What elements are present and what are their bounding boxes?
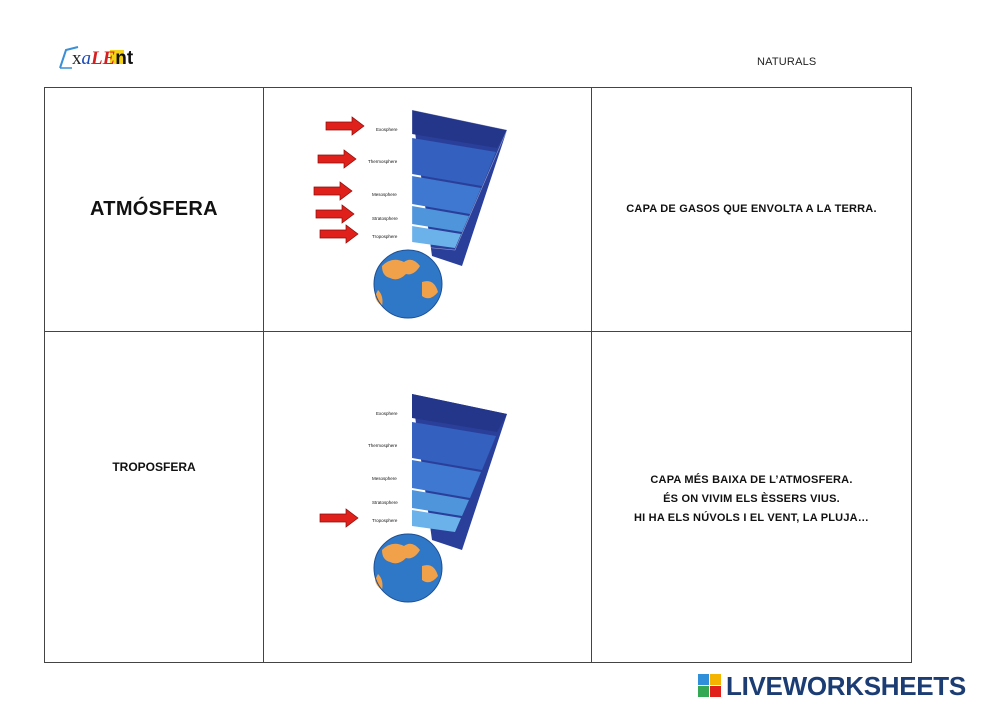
arrow-icon	[319, 224, 359, 244]
table-row: TROPOSFERA Exosphere Thermosphere Mesosp…	[44, 331, 912, 663]
arrow-icon	[317, 149, 357, 169]
layer-label: Exosphere	[376, 411, 398, 416]
term-label: ATMÓSFERA	[90, 198, 218, 221]
table-row: ATMÓSFERA Exosphere Thermosphere Mesosph…	[44, 86, 912, 333]
layer-label: Exosphere	[376, 127, 398, 132]
troposphere-diagram: Exosphere Thermosphere Mesosphere Strato…	[319, 394, 507, 603]
layer-label: Mesosphere	[372, 476, 397, 481]
term-cell: TROPOSFERA	[44, 331, 264, 663]
layer-label: Thermosphere	[368, 443, 398, 448]
arrow-icon	[325, 116, 365, 136]
arrow-icon	[315, 204, 355, 224]
xalent-logo: xaLEnt	[58, 44, 138, 72]
atmosphere-diagram: Exosphere Thermosphere Mesosphere Strato…	[313, 109, 508, 319]
worksheet-table: ATMÓSFERA Exosphere Thermosphere Mesosph…	[44, 86, 912, 663]
definition-cell: CAPA DE GASOS QUE ENVOLTA A LA TERRA.	[591, 86, 912, 333]
layer-label: Troposphere	[372, 518, 398, 523]
logo-text: xaLEnt	[72, 48, 134, 69]
logo-frame-icon	[59, 46, 124, 69]
arrow-icon	[313, 181, 353, 201]
definition-cell: CAPA MÉS BAIXA DE L’ATMOSFERA. ÉS ON VIV…	[591, 331, 912, 663]
liveworksheets-logo-icon	[698, 674, 722, 698]
brand-text: LIVEWORKSHEETS	[726, 671, 966, 701]
layer-label: Troposphere	[372, 234, 398, 239]
layer-label: Thermosphere	[368, 159, 398, 164]
arrow-icon	[319, 508, 359, 529]
layer-label: Stratosphere	[372, 500, 398, 505]
subject-label: NATURALS	[757, 56, 817, 68]
diagram-cell: Exosphere Thermosphere Mesosphere Strato…	[263, 331, 592, 663]
earth-icon	[373, 533, 443, 603]
layer-label: Stratosphere	[372, 216, 398, 221]
earth-icon	[373, 249, 443, 319]
term-label: TROPOSFERA	[112, 460, 196, 475]
layer-label: Mesosphere	[372, 192, 397, 197]
definition-text: CAPA MÉS BAIXA DE L’ATMOSFERA. ÉS ON VIV…	[634, 473, 869, 524]
definition-text: CAPA DE GASOS QUE ENVOLTA A LA TERRA.	[626, 203, 877, 216]
diagram-cell: Exosphere Thermosphere Mesosphere Strato…	[263, 86, 592, 333]
term-cell: ATMÓSFERA	[44, 86, 264, 333]
liveworksheets-brand: LIVEWORKSHEETS	[698, 671, 998, 701]
